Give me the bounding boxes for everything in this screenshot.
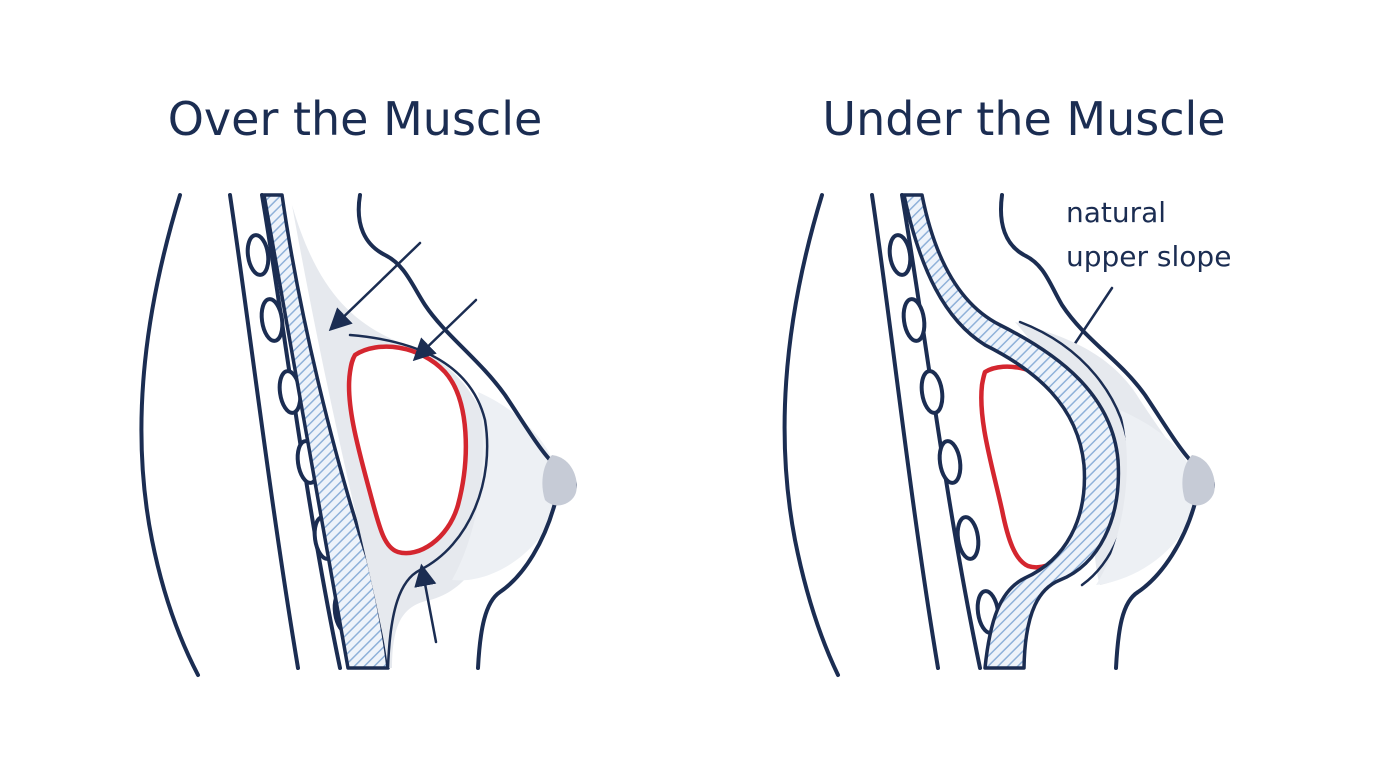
chest-wall-right — [870, 193, 1001, 670]
back-outline-right — [782, 193, 840, 677]
annotation-line-1: natural — [1066, 196, 1166, 229]
back-outline — [139, 193, 200, 677]
panel-over-muscle: Over the Muscle — [139, 92, 577, 677]
nipple-right — [1182, 455, 1215, 506]
arrow-lower — [414, 563, 438, 644]
panel-title-over: Over the Muscle — [168, 92, 543, 146]
panel-under-muscle: Under the Muscle natural upper slope — [782, 92, 1231, 677]
arrow-tissue — [412, 298, 478, 362]
tissue-arrows — [328, 241, 478, 644]
nipple — [542, 455, 577, 506]
rib-cross-sections-right — [887, 233, 1001, 635]
breast-gland-right — [1096, 410, 1196, 585]
annotation-pointer — [1070, 286, 1114, 350]
implant-over-muscle — [346, 344, 469, 556]
panel-title-under: Under the Muscle — [822, 92, 1225, 146]
pectoral-muscle-right — [902, 193, 1121, 670]
arrow-muscle — [328, 241, 422, 332]
annotation-line-2: upper slope — [1066, 240, 1231, 273]
